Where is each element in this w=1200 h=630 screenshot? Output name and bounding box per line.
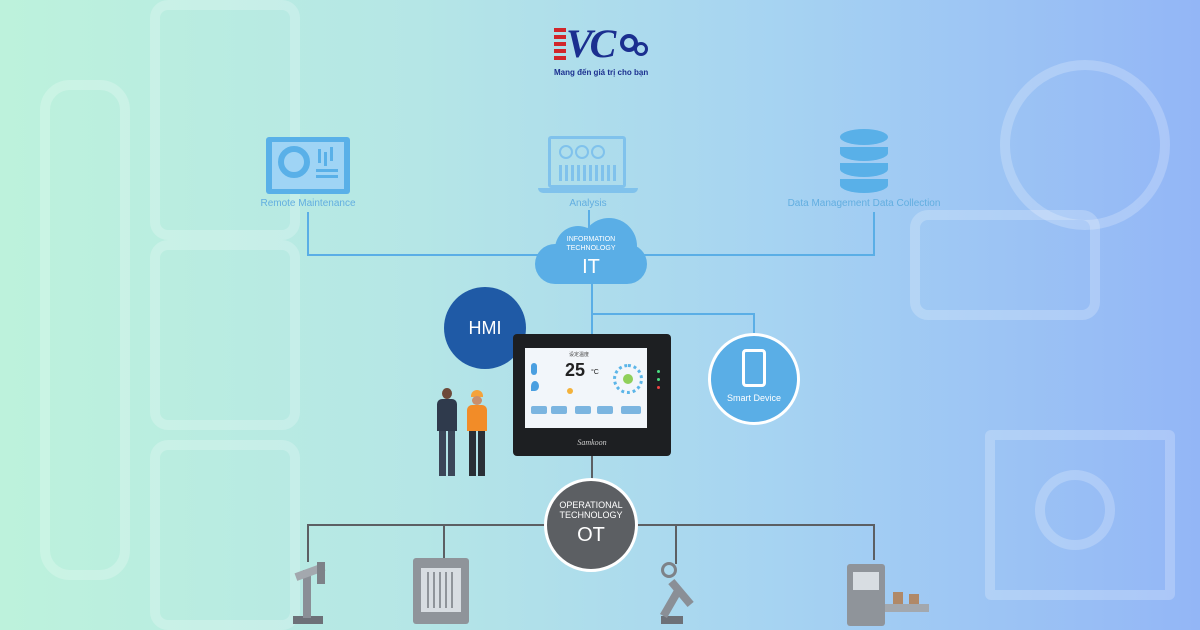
logo-tagline: Mang đến giá trị cho bạn bbox=[554, 68, 649, 77]
it-connector-center-vertical bbox=[588, 210, 590, 236]
logo-letters: VC bbox=[566, 21, 616, 66]
ot-line2: TECHNOLOGY bbox=[559, 509, 623, 520]
ot-drop-1 bbox=[307, 524, 309, 562]
analysis-label: Analysis bbox=[569, 198, 607, 209]
robotic-arm-icon bbox=[655, 560, 703, 626]
hmi-screen-button bbox=[531, 406, 547, 414]
hmi-temperature-unit: °C bbox=[591, 369, 599, 376]
hmi-touch-panel: 设定温度 25 °C Samkoon bbox=[513, 334, 671, 456]
robot-arm-drill-icon bbox=[287, 560, 335, 626]
ot-abbr: OT bbox=[577, 523, 605, 546]
it-line2: TECHNOLOGY bbox=[566, 245, 616, 252]
it-connector-left-horizontal bbox=[307, 254, 547, 256]
hmi-screen-button bbox=[551, 406, 567, 414]
ot-line1: OPERATIONAL bbox=[559, 499, 623, 510]
ot-drop-4 bbox=[873, 524, 875, 560]
ot-drop-2 bbox=[443, 524, 445, 560]
background-document-shape bbox=[150, 0, 300, 240]
ot-circle: OPERATIONAL TECHNOLOGY OT bbox=[544, 478, 638, 572]
ot-drop-3 bbox=[675, 524, 677, 564]
monitor-dashboard-icon bbox=[266, 137, 350, 194]
hmi-temperature: 25 bbox=[565, 360, 586, 380]
droplet-icon bbox=[531, 381, 539, 391]
smartphone-icon bbox=[742, 349, 766, 387]
status-led-icon bbox=[657, 370, 660, 373]
sun-icon bbox=[567, 388, 573, 394]
cnc-machine-icon bbox=[413, 558, 469, 624]
logo-red-stripes bbox=[554, 28, 566, 62]
it-connector-right-horizontal bbox=[630, 254, 875, 256]
smart-device-circle: Smart Device bbox=[708, 333, 800, 425]
hmi-to-ot-vertical bbox=[591, 456, 593, 482]
laptop-analysis-icon bbox=[548, 136, 626, 188]
engineers-illustration bbox=[432, 388, 494, 480]
background-wifi-shape bbox=[1035, 470, 1115, 550]
smart-device-label: Smart Device bbox=[726, 393, 781, 403]
power-icon bbox=[623, 374, 633, 384]
logo-gear-icon bbox=[634, 42, 648, 56]
hmi-screen-button bbox=[597, 406, 613, 414]
it-abbr: IT bbox=[582, 256, 600, 278]
hmi-screen: 设定温度 25 °C bbox=[525, 348, 647, 428]
it-to-hmi-vertical bbox=[591, 282, 593, 337]
background-document-shape bbox=[150, 240, 300, 430]
laptop-base bbox=[538, 188, 638, 193]
background-house-shape bbox=[985, 430, 1175, 600]
background-gear-shape bbox=[1000, 60, 1170, 230]
it-connector-right-vertical bbox=[873, 212, 875, 256]
database-icon bbox=[840, 129, 888, 193]
thermometer-icon bbox=[531, 363, 537, 375]
background-frame-shape bbox=[40, 80, 130, 580]
it-cloud: INFORMATION TECHNOLOGY IT bbox=[535, 218, 647, 284]
it-to-smart-vertical bbox=[753, 313, 755, 337]
company-logo: VC Mang đến giá trị cho bạn bbox=[552, 21, 662, 82]
background-machine-shape bbox=[910, 210, 1100, 320]
hmi-dial bbox=[613, 364, 643, 394]
it-connector-left-vertical bbox=[307, 212, 309, 256]
hmi-label: HMI bbox=[468, 317, 502, 338]
hmi-brand: Samkoon bbox=[577, 438, 607, 447]
hmi-circle: HMI bbox=[444, 287, 526, 369]
background-document-shape bbox=[150, 440, 300, 630]
hmi-screen-button bbox=[621, 406, 641, 414]
data-management-label: Data Management Data Collection bbox=[787, 198, 941, 209]
hmi-screen-button bbox=[575, 406, 591, 414]
it-to-smart-horizontal bbox=[591, 313, 755, 315]
hmi-screen-title: 设定温度 bbox=[569, 352, 590, 358]
remote-maintenance-label: Remote Maintenance bbox=[260, 198, 356, 209]
it-line1: INFORMATION bbox=[566, 236, 616, 243]
production-line-icon bbox=[845, 560, 929, 626]
